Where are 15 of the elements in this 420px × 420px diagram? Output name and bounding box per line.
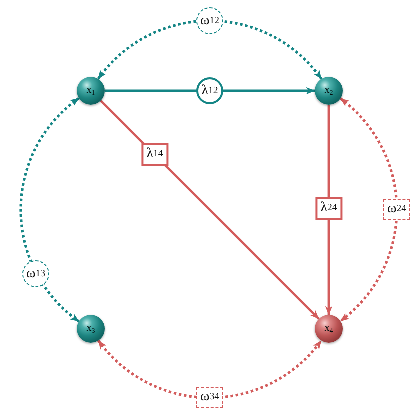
node-label: x$_{4}$	[324, 324, 334, 334]
dotted-arrow	[340, 98, 398, 322]
dotted-arrow	[98, 340, 322, 400]
arrow	[325, 105, 333, 316]
dotted-arrow	[97, 20, 323, 80]
arrow	[105, 87, 316, 95]
sphere-node	[77, 77, 105, 105]
sphere-node	[315, 315, 343, 343]
dotted-arrow	[20, 97, 80, 323]
node-label: x$_{2}$	[324, 86, 334, 96]
node-label: x$_{1}$	[86, 86, 96, 96]
arrow	[100, 100, 320, 320]
sphere-node	[315, 77, 343, 105]
sphere-node	[77, 315, 105, 343]
node-label: x$_{3}$	[86, 324, 96, 334]
